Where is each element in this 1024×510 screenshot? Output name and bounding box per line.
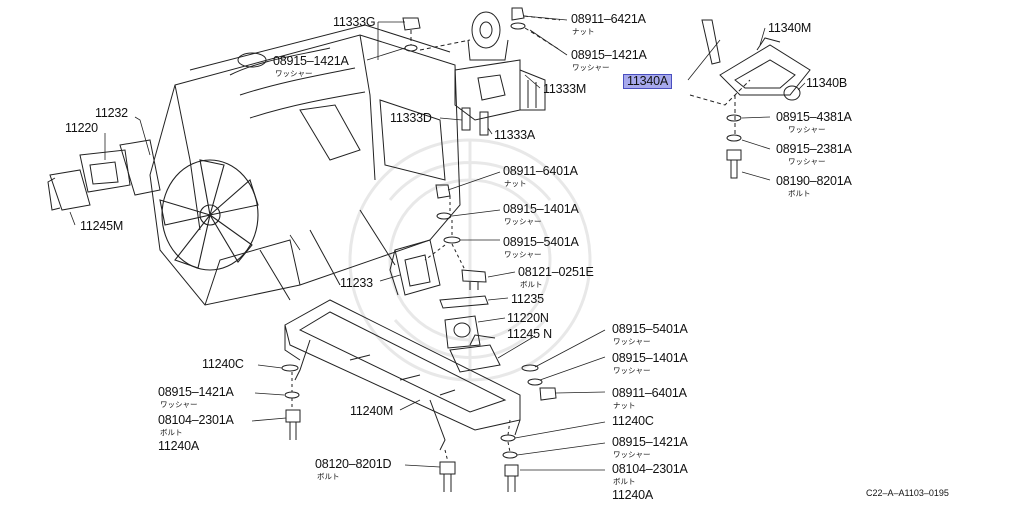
label-11220: 11220 [65, 121, 98, 135]
label-11340A-highlighted[interactable]: 11340A [623, 74, 672, 89]
label-washer-kana-8: ワッシャー [613, 366, 651, 375]
label-washer-kana-1: ワッシャー [572, 63, 610, 72]
label-08915-1421A-bottom-left: 08915–1421A [158, 385, 234, 399]
label-11220N: 11220N [507, 311, 549, 325]
crossmember [284, 299, 521, 451]
label-08915-1421A-top: 08915–1421A [571, 48, 647, 62]
mount-bracket-11233 [389, 239, 441, 296]
watermark-emblem [348, 138, 592, 382]
label-08104-2301A-right: 08104–2301A [612, 462, 688, 476]
label-bolt-kana-4: ボルト [613, 477, 636, 486]
label-nut-kana-2: ナット [504, 179, 527, 188]
diagram-reference-code: C22–A–A1103–0195 [866, 488, 949, 498]
label-washer-kana-10: ワッシャー [613, 450, 651, 459]
label-bolt-kana-1: ボルト [788, 189, 811, 198]
label-11333M: 11333M [543, 82, 587, 96]
center-hardware [435, 184, 487, 290]
label-11240C-left: 11240C [202, 357, 244, 371]
label-08915-1421A-bottom-right: 08915–1421A [612, 435, 688, 449]
leader-lines [69, 15, 806, 471]
label-11333D: 11333D [390, 111, 432, 125]
label-08104-2301A-left: 08104–2301A [158, 413, 234, 427]
dashed-leaders-center [424, 196, 466, 271]
label-washer-kana-4: ワッシャー [788, 157, 826, 166]
label-08915-5401A-top: 08915–5401A [503, 235, 579, 249]
label-11233: 11233 [340, 276, 373, 290]
label-08911-6401A-top: 08911–6401A [503, 164, 578, 178]
label-11340B: 11340B [806, 76, 847, 90]
label-11240C-right: 11240C [612, 414, 654, 428]
label-washer-kana-9: ワッシャー [160, 400, 198, 409]
dashed-leaders-top [410, 15, 751, 135]
dashed-leaders-bottom [291, 372, 511, 463]
label-11245N: 11245 N [507, 327, 552, 341]
upper-engine-mount [454, 11, 546, 121]
label-08915-1401A-top: 08915–1401A [503, 202, 579, 216]
label-11240A-right: 11240A [612, 488, 653, 502]
label-washer-kana-6: ワッシャー [504, 250, 542, 259]
label-11240A-left: 11240A [158, 439, 199, 453]
label-11333G: 11333G [333, 15, 376, 29]
rear-mount-bracket [701, 19, 811, 101]
rear-mount-hardware [726, 114, 742, 179]
left-mount-assembly [47, 139, 161, 211]
cooling-fan [159, 159, 259, 271]
label-11245M: 11245M [80, 219, 124, 233]
label-11240M: 11240M [350, 404, 394, 418]
label-08915-1421A-left: 08915–1421A [273, 54, 349, 68]
label-11232: 11232 [95, 106, 128, 120]
label-11333A: 11333A [494, 128, 535, 142]
label-bolt-kana-5: ボルト [317, 472, 340, 481]
label-bolt-kana-2: ボルト [520, 280, 543, 289]
label-08915-5401A-bottom: 08915–5401A [612, 322, 688, 336]
label-08915-4381A: 08915–4381A [776, 110, 852, 124]
label-08190-8201A: 08190–8201A [776, 174, 852, 188]
label-08121-0251E: 08121–0251E [518, 265, 594, 279]
engine-block [149, 24, 461, 306]
label-08911-6421A: 08911–6421A [571, 12, 646, 26]
label-washer-kana-5: ワッシャー [504, 217, 542, 226]
label-washer-kana-2: ワッシャー [275, 69, 313, 78]
label-washer-kana-3: ワッシャー [788, 125, 826, 134]
label-nut-kana-1: ナット [572, 27, 595, 36]
label-08915-2381A: 08915–2381A [776, 142, 852, 156]
label-11340M: 11340M [768, 21, 812, 35]
label-washer-kana-7: ワッシャー [613, 337, 651, 346]
label-bolt-kana-3: ボルト [160, 428, 183, 437]
label-08915-1401A-bottom: 08915–1401A [612, 351, 688, 365]
label-08911-6401A-bottom: 08911–6401A [612, 386, 687, 400]
label-08120-8201D: 08120–8201D [315, 457, 392, 471]
label-11235: 11235 [511, 292, 544, 306]
label-nut-kana-3: ナット [613, 401, 636, 410]
lower-mount-parts [439, 295, 501, 373]
